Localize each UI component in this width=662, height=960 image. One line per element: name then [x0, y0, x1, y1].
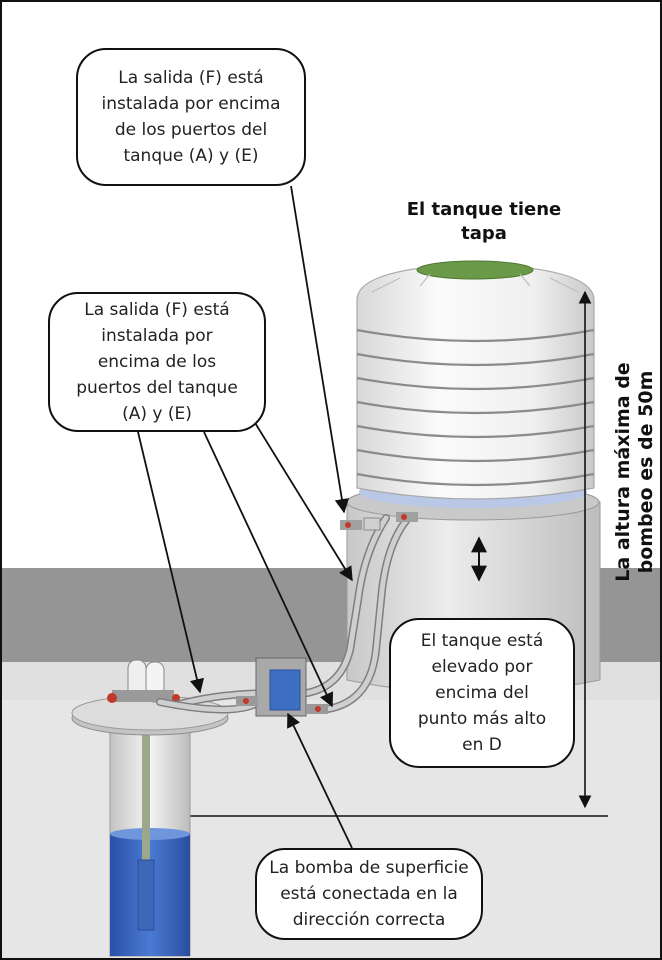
leader-pump: [287, 712, 353, 849]
water-tank: [356, 260, 595, 500]
leader-outlet-left-2: [203, 431, 334, 708]
diagram-title: El tanque tiene tapa: [406, 199, 562, 244]
surface-pump: [236, 657, 328, 717]
leader-outlet-left-1: [137, 431, 204, 694]
callout-tank-elevated: El tanque está elevado por encima del pu…: [389, 618, 575, 768]
callout-pump-direction: La bomba de superficie está conectada en…: [255, 848, 483, 940]
tank-ribs: [356, 328, 595, 487]
leader-outlet-top: [290, 185, 350, 514]
max-height-label: La altura máxima de bombeo es de 50m: [612, 362, 657, 582]
tank-lid: [416, 260, 534, 280]
submersible-pump: [137, 859, 155, 931]
tank-fittings: [340, 512, 418, 531]
callout-outlet-left: La salida (F) está instalada por encima …: [48, 292, 266, 432]
callout-outlet-top: La salida (F) está instalada por encima …: [76, 48, 306, 186]
